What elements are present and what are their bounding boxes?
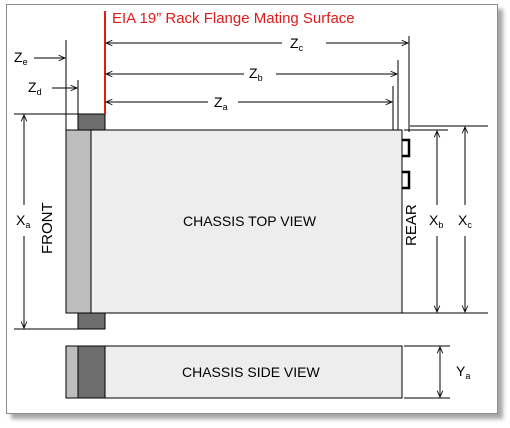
side-view-label: CHASSIS SIDE VIEW xyxy=(182,364,320,380)
front-label: FRONT xyxy=(39,202,56,254)
zc-label: Zc xyxy=(290,35,304,53)
xa-label: Xa xyxy=(16,212,31,230)
flange-label: EIA 19” Rack Flange Mating Surface xyxy=(112,10,355,27)
ya-label: Ya xyxy=(456,363,471,381)
rear-handle-upper xyxy=(402,138,411,158)
rack-ear-bottom xyxy=(77,312,106,330)
za-label: Za xyxy=(214,94,228,112)
chassis-top-body xyxy=(90,129,403,314)
rear-label: REAR xyxy=(403,204,420,246)
side-ear xyxy=(77,345,106,399)
rear-handle-lower xyxy=(402,170,411,190)
chassis-side-body xyxy=(65,345,403,399)
top-view-label: CHASSIS TOP VIEW xyxy=(183,213,317,229)
side-bezel xyxy=(65,345,79,399)
ze-label: Ze xyxy=(14,49,28,67)
front-bezel xyxy=(65,129,92,314)
zd-label: Zd xyxy=(28,79,42,97)
rack-ear-top xyxy=(77,113,106,131)
xc-label: Xc xyxy=(458,212,472,230)
xb-label: Xb xyxy=(429,212,444,230)
zb-label: Zb xyxy=(249,65,263,83)
